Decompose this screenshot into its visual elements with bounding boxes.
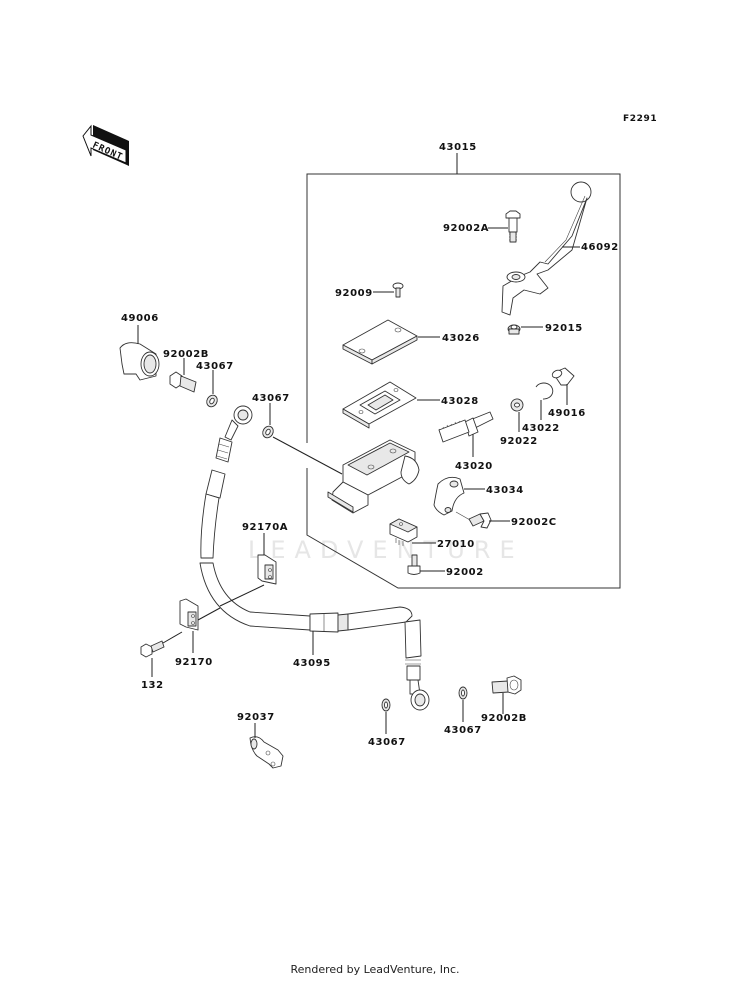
lever-nut-part[interactable] [507,324,521,335]
gasket-a-part[interactable] [205,393,220,408]
reservoir-cap-part[interactable] [342,319,418,365]
hose-guide-part[interactable] [249,736,284,769]
piston-kit-part[interactable] [438,411,494,443]
callout-43067-a[interactable]: 43067 [196,361,234,372]
callout-92002B-top[interactable]: 92002B [163,349,209,360]
brake-lever-part[interactable] [501,181,592,316]
watermark: LEADVENTURE [248,536,524,564]
switch-screw-part[interactable] [407,554,421,575]
callout-92009[interactable]: 92009 [335,288,373,299]
callout-92170[interactable]: 92170 [175,657,213,668]
washer-part[interactable] [509,397,524,412]
callout-43034[interactable]: 43034 [486,485,524,496]
gasket-b-part[interactable] [261,424,276,439]
assembly-label[interactable]: 43015 [439,142,477,153]
gasket-d-part[interactable] [458,686,468,700]
callout-132[interactable]: 132 [141,680,164,691]
circlip-part[interactable] [535,382,554,400]
footer-credit: Rendered by LeadVenture, Inc. [290,963,460,976]
callout-92002[interactable]: 92002 [446,567,484,578]
hose-clamp-a-part[interactable] [257,554,277,585]
callout-92002C[interactable]: 92002C [511,517,557,528]
callout-92037[interactable]: 92037 [237,712,275,723]
callout-43067-c[interactable]: 43067 [368,737,406,748]
callout-43095[interactable]: 43095 [293,658,331,669]
assembly-outline: 43015 [306,142,621,589]
brake-hose-part[interactable] [199,405,430,711]
clamp-bolt-132-part[interactable] [140,640,165,658]
callout-43067-d[interactable]: 43067 [444,725,482,736]
callout-49006[interactable]: 49006 [121,313,159,324]
callout-92002B-bot[interactable]: 92002B [481,713,527,724]
callout-92022[interactable]: 92022 [500,436,538,447]
dust-boot-part[interactable] [551,367,575,386]
banjo-bolt-top-part[interactable] [169,371,197,393]
holder-clamp-part[interactable] [433,476,465,516]
figure-id: F2291 [623,114,657,124]
callout-92002A[interactable]: 92002A [443,223,489,234]
brake-light-switch-part[interactable] [389,518,418,546]
callout-49016[interactable]: 49016 [548,408,586,419]
clamp-bolt-part[interactable] [455,511,492,529]
gasket-c-part[interactable] [381,698,391,712]
callout-92170A[interactable]: 92170A [242,522,288,533]
callout-43022[interactable]: 43022 [522,423,560,434]
master-cylinder-body-part[interactable] [327,439,420,514]
front-arrow-icon: FRONT [82,124,129,166]
callout-27010[interactable]: 27010 [437,539,475,550]
callout-43028[interactable]: 43028 [441,396,479,407]
callout-92015[interactable]: 92015 [545,323,583,334]
callout-43067-b[interactable]: 43067 [252,393,290,404]
banjo-cap-part[interactable] [119,342,160,381]
callout-43026[interactable]: 43026 [442,333,480,344]
banjo-bolt-bottom-part[interactable] [491,675,522,695]
diaphragm-part[interactable] [342,381,417,429]
cap-screw-part[interactable] [392,282,404,298]
hose-clamp-part[interactable] [179,598,199,631]
callout-43020[interactable]: 43020 [455,461,493,472]
callout-46092[interactable]: 46092 [581,242,619,253]
lever-pivot-bolt-part[interactable] [505,210,521,243]
